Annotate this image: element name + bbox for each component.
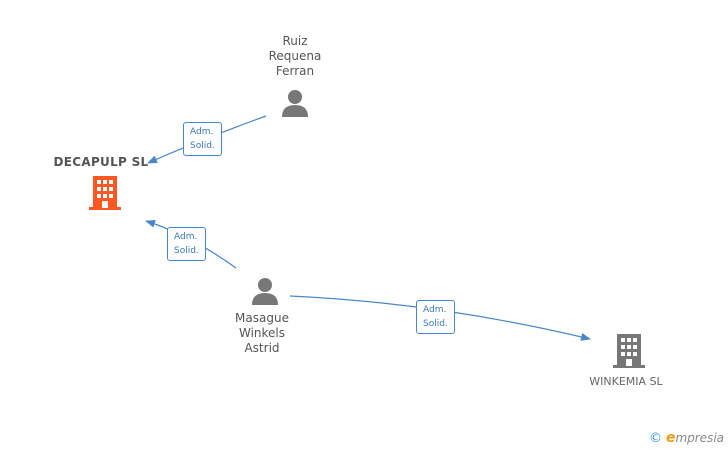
edge-label-line: Solid. [423,319,448,329]
edge-label-line: Adm. [190,127,214,137]
person-label-line: Winkels [238,326,286,340]
footer-brand[interactable]: ©empresia [649,430,724,446]
person-label-line: Ruiz [282,34,308,48]
person-label-line: Astrid [244,341,280,355]
edge-label-masague-winkemia: Adm. Solid. [416,300,455,334]
edge-label-line: Solid. [174,246,199,256]
brand-name: mpresia [675,431,724,445]
company-label-decapulp[interactable]: DECAPULP SL [53,155,149,169]
company-label-winkemia[interactable]: WINKEMIA SL [589,375,663,388]
person-label-line: Ferran [275,64,315,78]
person-label-ruiz[interactable]: Ruiz Requena Ferran [255,34,335,79]
person-label-line: Masague [235,311,289,325]
person-icon[interactable] [281,88,309,118]
person-icon[interactable] [251,276,279,306]
person-label-masague[interactable]: Masague Winkels Astrid [222,311,302,356]
building-icon[interactable] [89,176,121,211]
edge-label-masague-decapulp: Adm. Solid. [167,227,206,261]
edge-label-line: Adm. [423,305,447,315]
edge-label-line: Adm. [174,232,198,242]
edge-label-ruiz-decapulp: Adm. Solid. [183,122,222,156]
building-icon[interactable] [613,334,645,369]
copyright-icon: © [648,431,662,446]
edge-label-line: Solid. [190,141,215,151]
person-label-line: Requena [268,49,322,63]
brand-logo-letter: e [665,430,676,446]
